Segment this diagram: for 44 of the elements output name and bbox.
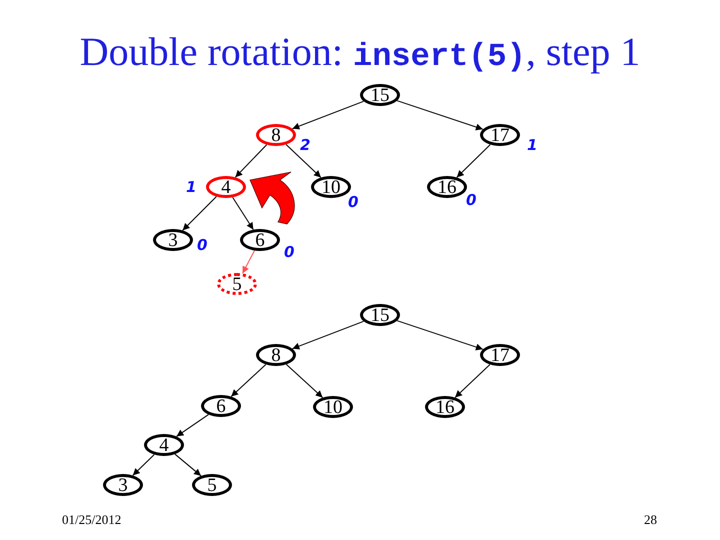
arrow bbox=[396, 100, 484, 130]
tree-node: 3 bbox=[103, 474, 143, 496]
arrow bbox=[182, 196, 217, 231]
arrow bbox=[292, 100, 364, 130]
tree-node: 10 bbox=[313, 396, 353, 418]
handwritten-balance-factor: 0 bbox=[466, 193, 476, 208]
tree-node: 8 bbox=[256, 344, 296, 366]
tree-node: 15 bbox=[360, 304, 400, 326]
arrow bbox=[234, 144, 268, 178]
handwritten-balance-factor: 0 bbox=[197, 238, 208, 253]
arrow bbox=[232, 196, 254, 230]
arrow bbox=[286, 364, 324, 398]
tree-node: 5 bbox=[217, 273, 257, 295]
tree-node: 10 bbox=[311, 176, 351, 198]
arrow bbox=[456, 144, 491, 178]
tree-node: 6 bbox=[240, 229, 280, 251]
arrow bbox=[176, 414, 209, 437]
handwritten-balance-factor: 0 bbox=[284, 245, 294, 260]
tree-node: 17 bbox=[480, 344, 520, 366]
tree-node: 4 bbox=[144, 434, 184, 456]
handwritten-balance-factor: 1 bbox=[527, 138, 538, 153]
slide-title: Double rotation: insert(5), step 1 bbox=[78, 28, 642, 75]
arrow bbox=[292, 320, 364, 350]
tree-node: 16 bbox=[425, 396, 465, 418]
arrow bbox=[230, 364, 266, 398]
tree-node: 5 bbox=[192, 474, 232, 496]
tree-node: 4 bbox=[206, 176, 246, 198]
handwritten-balance-factor: 2 bbox=[300, 138, 310, 153]
date-text: 01/25/2012 bbox=[62, 512, 122, 528]
arrow bbox=[396, 320, 484, 350]
page-number: 28 bbox=[644, 512, 657, 528]
arrow bbox=[132, 454, 155, 476]
tree-node: 8 bbox=[256, 124, 296, 146]
arrow bbox=[174, 454, 202, 476]
arrow bbox=[242, 250, 255, 274]
handwritten-balance-factor: 0 bbox=[348, 195, 358, 210]
tree-node: 16 bbox=[427, 176, 467, 198]
handwritten-balance-factor: 1 bbox=[186, 180, 196, 195]
arrow bbox=[286, 144, 322, 178]
tree-node: 6 bbox=[201, 395, 241, 417]
tree-node: 15 bbox=[360, 84, 400, 106]
tree-node: 17 bbox=[480, 124, 520, 146]
arrow bbox=[454, 364, 490, 398]
tree-node: 3 bbox=[153, 229, 193, 251]
